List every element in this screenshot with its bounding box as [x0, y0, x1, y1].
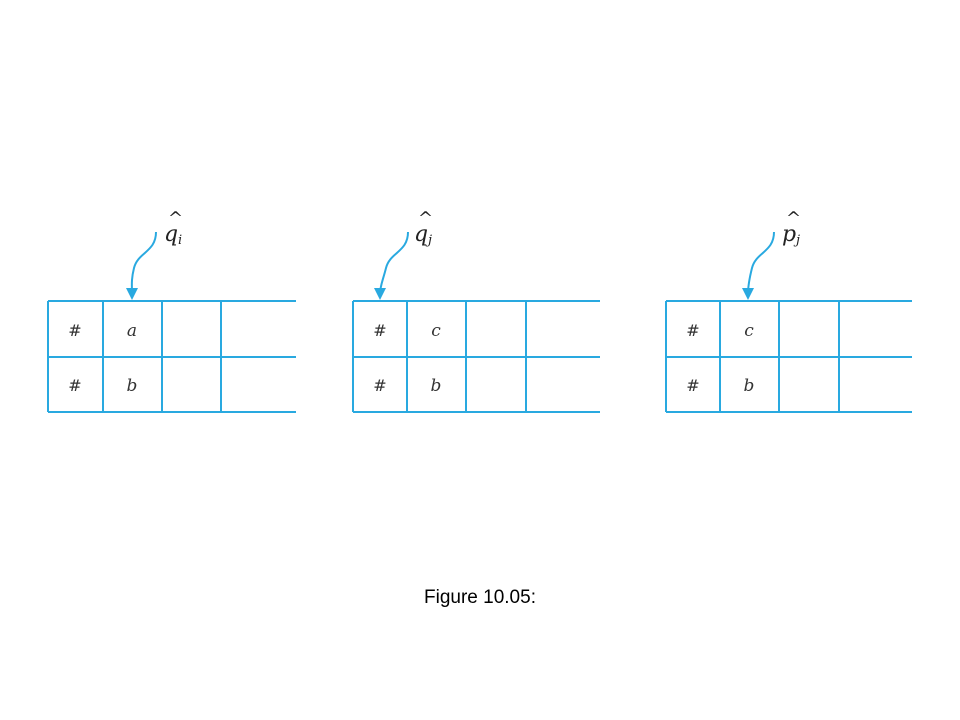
state-subscript: i [178, 233, 183, 248]
tape-cell: # [373, 321, 386, 340]
head-label-1: ^ q i [160, 210, 200, 250]
tape-grid [352, 300, 600, 413]
head-arrowhead [374, 288, 386, 300]
tape-cell: b [127, 376, 138, 396]
tape-1: # a # b [47, 231, 296, 413]
figure-caption: Figure 10.05: [424, 587, 536, 608]
hat-symbol: ^ [786, 208, 802, 229]
tape-cell: # [68, 321, 81, 340]
head-arrow [130, 231, 157, 295]
tape-cell: # [68, 376, 81, 395]
tape-cell: b [744, 376, 755, 396]
tape-2: # c # b [352, 231, 600, 413]
head-label-2: ^ q j [410, 210, 450, 250]
head-arrow [747, 231, 775, 295]
head-arrow [379, 231, 409, 295]
tape-cell: # [373, 376, 386, 395]
tape-cell: c [431, 321, 441, 341]
tape-cell: # [686, 321, 699, 340]
tape-cell: b [431, 376, 442, 396]
state-symbol: q [414, 222, 429, 247]
head-label-3: ^ p j [778, 210, 818, 250]
hat-symbol: ^ [168, 208, 184, 229]
tape-grid [665, 300, 912, 413]
state-symbol: p [782, 222, 797, 247]
hat-symbol: ^ [418, 208, 434, 229]
state-subscript: j [428, 233, 433, 248]
head-arrowhead [126, 288, 138, 300]
state-symbol: q [164, 222, 179, 247]
tape-cell: c [744, 321, 754, 341]
head-arrowhead [742, 288, 754, 300]
tape-grid [47, 300, 296, 413]
tape-3: # c # b [665, 231, 912, 413]
state-subscript: j [796, 233, 801, 248]
tape-cell: # [686, 376, 699, 395]
tape-cell: a [127, 321, 137, 341]
